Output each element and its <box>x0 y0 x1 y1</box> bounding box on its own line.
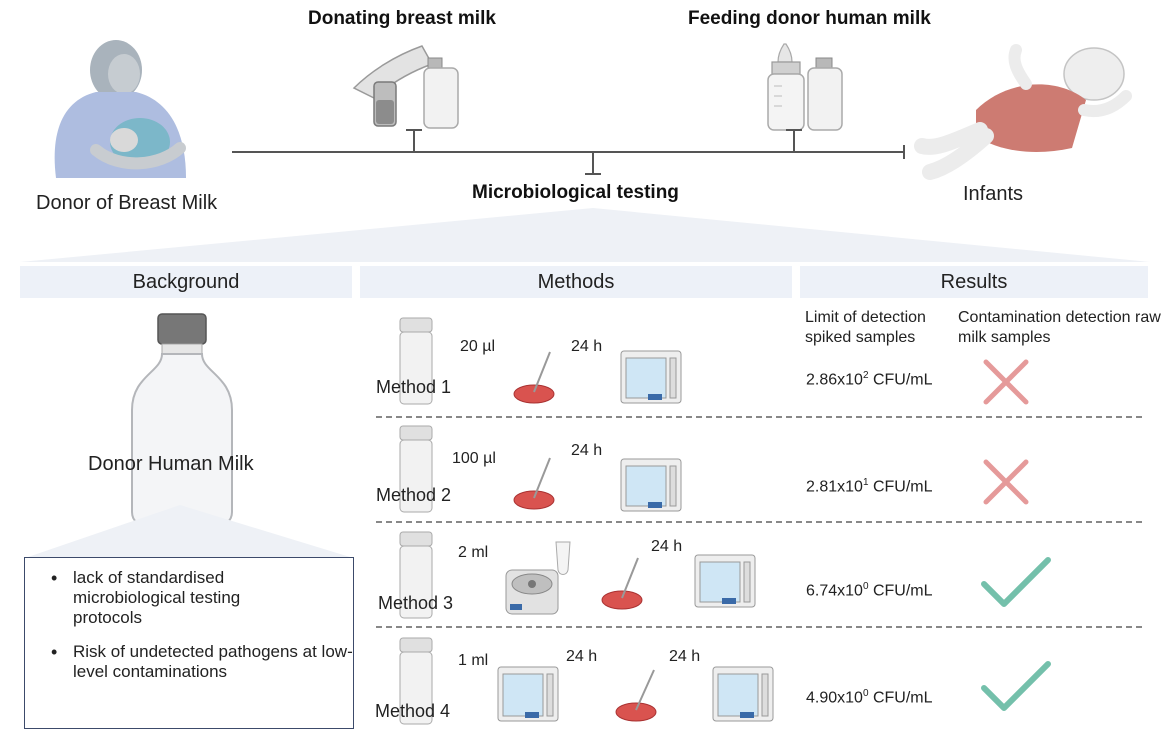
incubation-time: 24 h <box>571 442 603 459</box>
incubator-icon <box>620 350 682 404</box>
incubation-time: 24 h <box>571 338 603 355</box>
sample-tube-icon <box>399 317 433 405</box>
row-divider <box>376 416 1142 418</box>
incubation-time: 24 h <box>651 538 683 555</box>
check-icon <box>981 661 1051 711</box>
sample-tube-icon <box>399 637 433 725</box>
cross-icon <box>983 359 1029 405</box>
donor-milk-label: Donor Human Milk <box>88 453 254 475</box>
incubation-time: 24 h <box>566 648 598 665</box>
results-header-lod: Limit of detection spiked samples <box>805 309 926 346</box>
lod-value: 4.90x100 CFU/mL <box>806 688 933 707</box>
incubator-icon <box>620 458 682 512</box>
section-header-results: Results <box>800 266 1148 298</box>
petri-dish-icon <box>615 669 657 722</box>
mother-breastfeeding-illustration <box>54 40 186 178</box>
incubator-icon <box>694 554 756 608</box>
volume-label: 1 ml <box>458 652 489 669</box>
donor-label: Donor of Breast Milk <box>36 192 218 214</box>
method-label: Method 2 <box>376 485 452 505</box>
volume-label: 100 µl <box>452 450 496 467</box>
lod-value: 2.86x102 CFU/mL <box>806 370 933 389</box>
petri-dish-icon <box>513 457 555 510</box>
results-header-contamination: Contamination detection raw milk samples <box>958 309 1161 346</box>
sample-tube-icon <box>399 425 433 513</box>
petri-dish-icon <box>513 351 555 404</box>
method-label: Method 4 <box>375 701 451 721</box>
infant-illustration <box>914 44 1132 180</box>
incubator-icon <box>712 666 774 722</box>
background-notes-box: lack of standardised microbiological tes… <box>24 557 354 729</box>
centrifuge-icon <box>505 541 571 615</box>
donor-milk-bottle-illustration <box>131 313 233 527</box>
row-divider <box>376 626 1142 628</box>
feeding-title: Feeding donor human milk <box>688 8 931 29</box>
method-label: Method 3 <box>378 593 454 613</box>
sample-tube-icon <box>399 531 433 619</box>
section-header-background: Background <box>20 266 352 298</box>
cross-icon <box>983 459 1029 505</box>
incubation-time: 24 h <box>669 648 701 665</box>
feeding-bottles-illustration <box>767 43 843 131</box>
timeline-axis <box>20 129 1150 262</box>
background-bullet-2: Risk of undetected pathogens at low-leve… <box>51 642 353 682</box>
background-bullet-1: lack of standardised microbiological tes… <box>51 568 313 628</box>
testing-title: Microbiological testing <box>472 182 679 203</box>
infants-label: Infants <box>963 183 1024 205</box>
volume-label: 20 µl <box>460 338 496 355</box>
petri-dish-icon <box>601 557 643 610</box>
incubator-icon <box>497 666 559 722</box>
method-label: Method 1 <box>376 377 452 397</box>
volume-label: 2 ml <box>458 544 489 561</box>
breast-pump-illustration <box>352 45 459 129</box>
lod-value: 2.81x101 CFU/mL <box>806 477 933 496</box>
lod-value: 6.74x100 CFU/mL <box>806 581 933 600</box>
row-divider <box>376 521 1142 523</box>
check-icon <box>981 557 1051 607</box>
zoom-funnel <box>28 505 350 557</box>
donating-title: Donating breast milk <box>308 8 496 29</box>
section-header-methods: Methods <box>360 266 792 298</box>
